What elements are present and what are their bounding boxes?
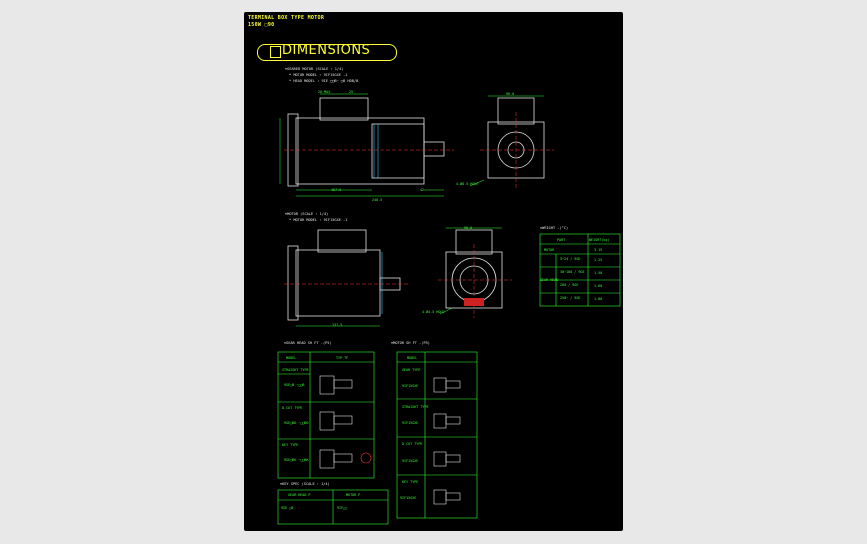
geared-motor-heading: ▽GEARED MOTOR (SCALE : 1/4)	[285, 67, 344, 71]
technical-drawing-graphics	[277, 93, 621, 525]
drawing-subtitle: 150W □90	[248, 22, 275, 28]
key-val-motor: 9IF□□	[337, 506, 348, 510]
section-title-frame	[257, 44, 397, 61]
ms-model-2: 9IF15GXE	[402, 421, 419, 425]
front-terminal-plate	[464, 298, 484, 306]
dim-sub-b: 42	[420, 188, 425, 192]
ms-row-dcut: D-CUT TYPE	[402, 442, 423, 446]
motor-shaft-heading: ▽MOTOR SH FT -(P5)	[391, 341, 430, 345]
section-title-box-icon	[270, 46, 281, 58]
ms-shaft-2	[433, 413, 447, 429]
terminal-box-outline	[319, 97, 369, 121]
weight-val-motor: 3.15	[594, 248, 603, 252]
ms-row-straight: STRAIGHT TYPE	[402, 405, 429, 409]
weight-model-3: 200 / 9GE	[560, 283, 579, 287]
dim-top-a: 20 MAX	[318, 90, 331, 94]
gh-model-1: 9GE□B ~□□B	[284, 383, 305, 387]
gh-model-2: 9GE□BD ~□□BD	[284, 421, 309, 425]
dim-motor-hole: 4-Ø4.5 HOLE	[422, 310, 445, 314]
key-col-motor: MOTOR P	[346, 493, 361, 497]
gh-col-model: MODEL	[286, 356, 297, 360]
weight-row-motor: MOTOR	[544, 248, 555, 252]
dim-top-b: 25	[349, 90, 354, 94]
gh-shaft-2	[319, 411, 335, 431]
ms-model-1: 9IF15GXE	[402, 384, 419, 388]
key-val-gear: 9GE □B	[281, 506, 294, 510]
dim-line-mhole	[439, 307, 453, 315]
weight-val-2: 1.50	[594, 271, 603, 275]
drawing-title: TERMINAL BOX TYPE MOTOR	[248, 15, 325, 21]
gear-head-shaft-table	[277, 351, 375, 479]
ms-model-3: 9IF15GXE	[402, 459, 419, 463]
output-shaft	[423, 141, 445, 157]
ms-row-key: KEY TYPE	[402, 480, 419, 484]
weight-table	[539, 233, 621, 307]
weight-col-part: PART	[557, 238, 566, 242]
gh-row-dcut: D-CUT TYPE	[282, 406, 303, 410]
gh-col-type: TYP TF	[336, 356, 349, 360]
weight-val-4: 1.80	[594, 297, 603, 301]
ms-model-4: 9IF15GXE	[400, 496, 417, 500]
dim-front-width: 90.0	[506, 92, 515, 96]
motor-body-outline	[295, 117, 425, 185]
key-col-gear: GEAR HEAD P	[288, 493, 311, 497]
gear-head-outline	[371, 123, 425, 179]
motor2-flange	[287, 245, 299, 321]
weight-val-3: 1.60	[594, 284, 603, 288]
motor-shaft-table	[396, 351, 478, 519]
motor2-body	[295, 249, 381, 317]
weight-model-4: 250~ / 9GE	[560, 296, 581, 300]
weight-model-2: 30~180 / 9GE	[560, 270, 585, 274]
motor-model: * MOTOR MODEL : 9IF15GXE -1	[289, 218, 348, 222]
weight-table-heading: ▽WEIGHT -(°C)	[540, 226, 569, 230]
weight-model-1: 5~24 / 9GE	[560, 257, 581, 261]
gear-head-shaft-heading: ▽GEAR HEAD SH FT -(P5)	[284, 341, 332, 345]
gh-shaft-1	[319, 375, 335, 395]
weight-col-weight: WEIGHT(kg)	[589, 238, 610, 242]
dim-hole: 4-Ø8.5 HOLE	[456, 182, 479, 186]
ms-row-gear: GEAR TYPE	[402, 368, 421, 372]
ms-shaft-1	[433, 377, 447, 393]
ms-col-model: MODEL	[407, 356, 418, 360]
gh-shaft-3	[319, 449, 335, 469]
drawing-sheet: TERMINAL BOX TYPE MOTOR 150W □90 DIMENSI…	[244, 12, 623, 531]
dim-length: 240.5	[372, 198, 383, 202]
ms-shaft-3	[433, 451, 447, 467]
weight-val-1: 1.25	[594, 258, 603, 262]
section-title: DIMENSIONS	[282, 43, 371, 58]
dim-motor-length: 137.5	[332, 323, 343, 327]
key-table-heading: ▽KEY SPEC (SCALE : 1/4)	[280, 482, 330, 486]
gh-key-circle	[360, 452, 372, 464]
gh-row-key: KEY TYPE	[282, 443, 299, 447]
gh-model-3: 9GE□BK ~□□BK	[284, 458, 309, 462]
dim-line-hole	[469, 179, 485, 187]
motor2-terminal	[317, 229, 367, 253]
gear-head-model: * HEAD MODEL : 9IE □□B~ □B HDB/B	[289, 79, 359, 83]
motor-heading: ▽MOTOR (SCALE : 1/4)	[285, 212, 329, 216]
ms-shaft-4	[433, 489, 447, 505]
geared-motor-model: * MOTOR MODEL : 9IF15GXE -1	[289, 73, 348, 77]
gh-row-straight: STRAIGHT TYPE	[282, 368, 309, 372]
